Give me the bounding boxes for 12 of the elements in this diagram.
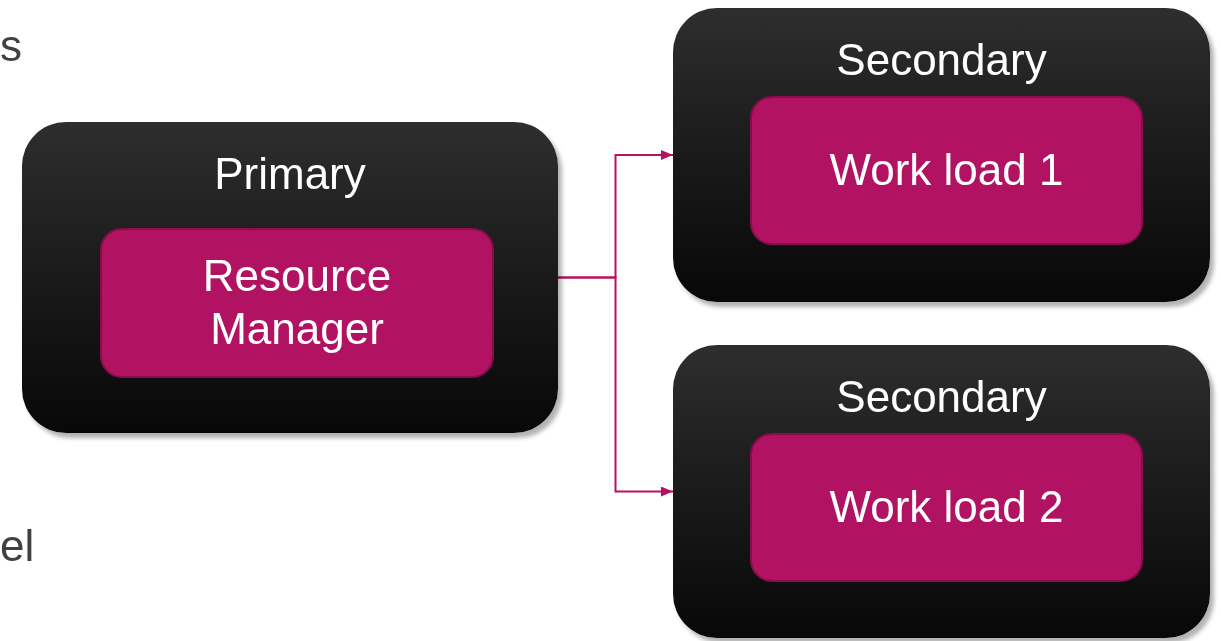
connector-arrow bbox=[557, 276, 674, 497]
server-box bbox=[22, 122, 558, 433]
node-heading: Secondary bbox=[835, 38, 1048, 82]
server-box bbox=[673, 8, 1210, 302]
node-heading: Secondary bbox=[835, 375, 1048, 419]
server-box bbox=[673, 345, 1210, 638]
component-box: Work load 1 bbox=[750, 96, 1143, 245]
component-box: Resource Manager bbox=[100, 228, 494, 378]
node-heading: Primary bbox=[213, 152, 367, 196]
text-fragment: s bbox=[0, 24, 22, 68]
text-fragment: el bbox=[0, 524, 35, 568]
component-box: Work load 2 bbox=[750, 433, 1143, 582]
